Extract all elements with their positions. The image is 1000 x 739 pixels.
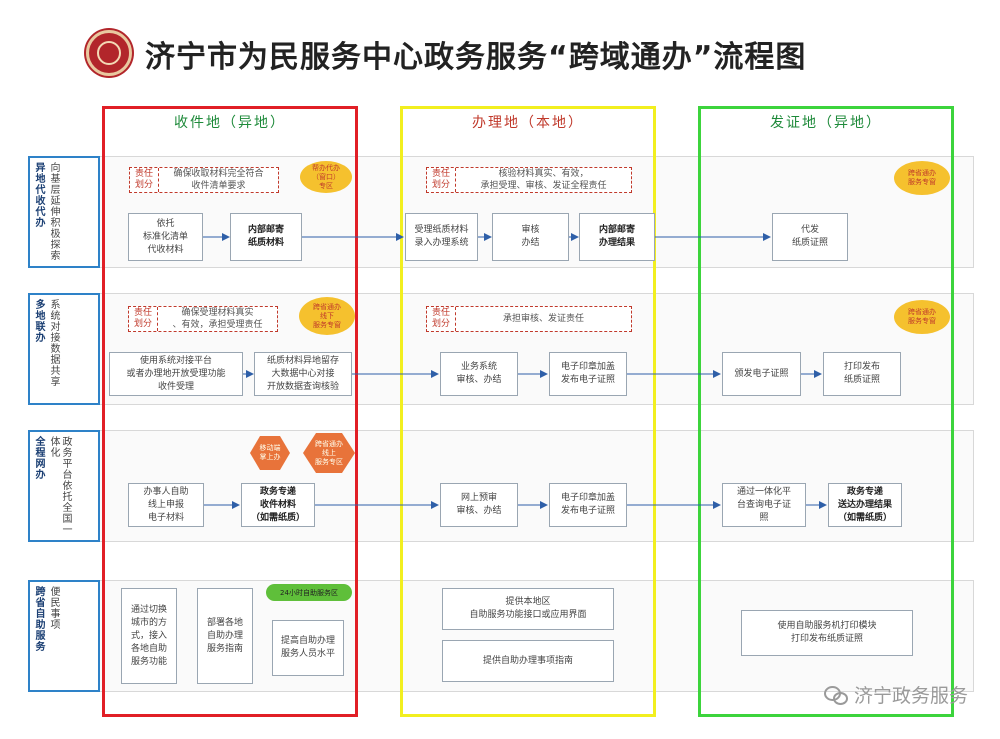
badge-service-window: 跨省通办 服务专窗 [894,300,950,334]
row-desc: 政务平台依托全国一体化 [48,436,71,535]
row-label-full-online: 全程网办 政务平台依托全国一体化 [28,430,100,542]
responsibility-label: 责任 划分 [427,307,456,331]
row-title: 异地代收代办 [33,162,44,228]
badge-counter-service: 帮办代办 （窗口） 专区 [300,161,352,193]
step-collect-materials: 依托 标准化清单 代收材料 [128,213,203,261]
watermark-text: 济宁政务服务 [853,685,968,707]
responsibility-receive-2: 责任 划分 确保受理材料真实 、有效，承担受理责任 [128,306,278,332]
row-title: 全程网办 [33,436,44,480]
step-print-license: 打印发布 纸质证照 [823,352,901,396]
wechat-icon [823,685,848,705]
step-mail-result: 内部邮寄 办理结果 [579,213,655,261]
step-system-accept: 使用系统对接平台 或者办理地开放受理功能 收件受理 [109,352,243,396]
step-e-seal: 电子印章加盖 发布电子证照 [549,352,627,396]
step-query-license: 通过一体化平 台查询电子证 照 [722,483,806,527]
responsibility-label: 责任 划分 [427,168,456,192]
step-issue-paper: 代发 纸质证照 [772,213,848,261]
step-improve-staff: 提高自助办理 服务人员水平 [272,620,344,676]
badge-offline-window: 跨省通办 线下 服务专窗 [299,297,355,335]
step-express-receive: 政务专递 收件材料 （如需纸质） [241,483,315,527]
step-e-seal: 电子印章加盖 发布电子证照 [549,483,627,527]
column-issue [698,106,954,717]
step-provide-interface: 提供本地区 自助服务功能接口或应用界面 [442,588,614,630]
row-label-multi-site: 多地联办 系统对接数据共享 [28,293,100,405]
responsibility-text: 承担审核、发证责任 [502,314,584,324]
step-data-verify: 纸质材料异地留存 大数据中心对接 开放数据查询核验 [254,352,352,396]
responsibility-handle-1: 责任 划分 核验材料真实、有效， 承担受理、审核、发证全程责任 [426,167,632,193]
column-handle [400,106,656,717]
step-kiosk-print: 使用自助服务机打印模块 打印发布纸质证照 [741,610,913,656]
step-provide-guide: 提供自助办理事项指南 [442,640,614,682]
step-online-review: 网上预审 审核、办结 [440,483,518,527]
responsibility-label: 责任 划分 [130,168,159,192]
column-receive-title: 收件地（异地） [174,115,286,131]
step-issue-e-license: 颁发电子证照 [722,352,801,396]
responsibility-label: 责任 划分 [129,307,158,331]
step-express-deliver: 政务专递 送达办理结果 （如需纸质） [828,483,902,527]
column-receive [102,106,358,717]
wechat-watermark: 济宁政务服务 [823,681,968,708]
responsibility-receive-1: 责任 划分 确保收取材料完全符合 收件清单要求 [129,167,279,193]
row-label-self-service: 跨省自助服务 便民事项 [28,580,100,692]
responsibility-handle-2: 责任 划分 承担审核、发证责任 [426,306,632,332]
step-deploy-guide: 部署各地 自助办理 服务指南 [197,588,253,684]
center-logo [86,30,132,76]
badge-service-window: 跨省通办 服务专窗 [894,161,950,195]
responsibility-text: 核验材料真实、有效， 承担受理、审核、发证全程责任 [480,169,607,191]
row-desc: 便民事项 [48,586,59,630]
step-online-apply: 办事人自助 线上申报 电子材料 [128,483,204,527]
badge-24h-self-service: 24小时自助服务区 [266,584,352,601]
step-accept-enter: 受理纸质材料 录入办理系统 [405,213,478,261]
row-desc: 系统对接数据共享 [48,299,59,387]
column-issue-title: 发证地（异地） [770,115,882,131]
step-system-review: 业务系统 审核、办结 [440,352,518,396]
row-label-remote-collect: 异地代收代办 向基层延伸积极探索 [28,156,100,268]
row-title: 跨省自助服务 [33,586,44,652]
step-mail-materials: 内部邮寄 纸质材料 [230,213,302,261]
row-desc: 向基层延伸积极探索 [48,162,59,261]
step-switch-city: 通过切换 城市的方 式，接入 各地自助 服务功能 [121,588,177,684]
row-title: 多地联办 [33,299,44,343]
step-review-complete: 审核 办结 [492,213,569,261]
page-title: 济宁市为民服务中心政务服务“跨域通办”流程图 [145,40,807,75]
responsibility-text: 确保受理材料真实 、有效，承担受理责任 [172,308,263,330]
responsibility-text: 确保收取材料完全符合 收件清单要求 [173,169,264,191]
column-handle-title: 办理地（本地） [472,115,584,131]
